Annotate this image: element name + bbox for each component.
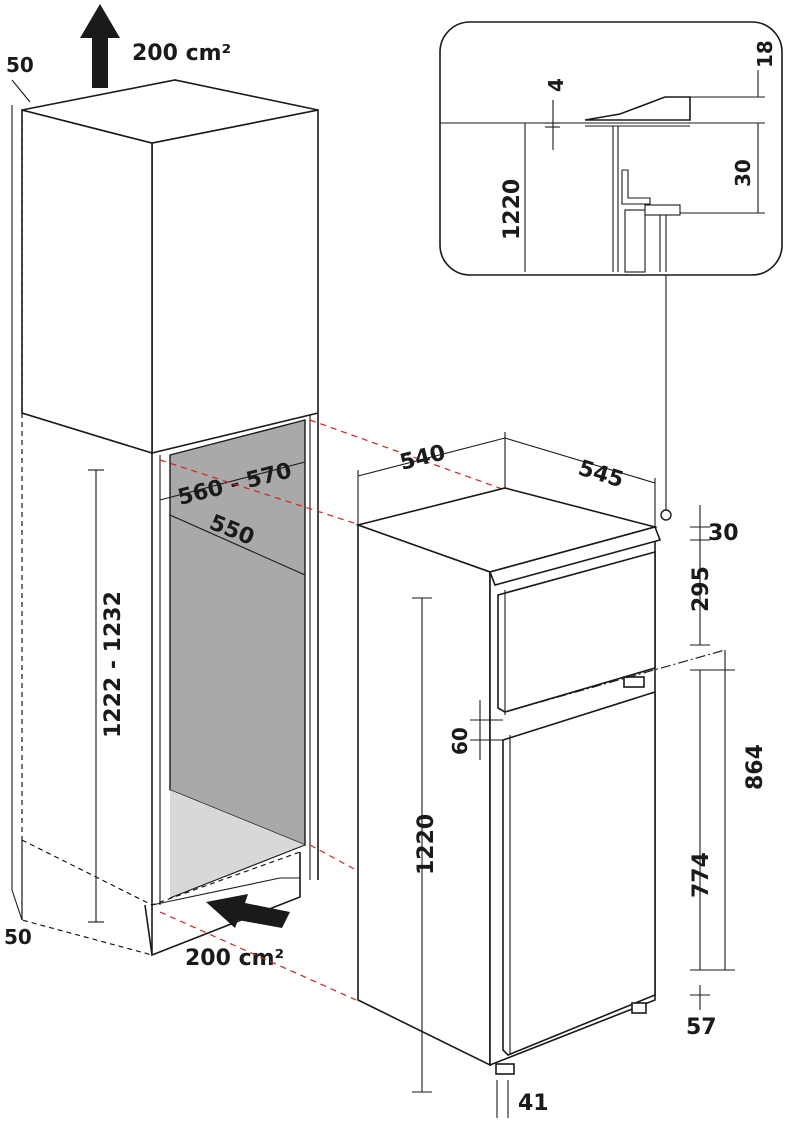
front-offset-label: 41 (518, 1091, 549, 1116)
vent-bottom-label: 200 cm² (185, 946, 284, 971)
top-step-label: 30 (708, 521, 739, 546)
foot (495, 1063, 515, 1075)
cabinet-top (21, 79, 319, 144)
bottom-gap-label: 50 (4, 925, 32, 949)
appliance-height-label: 1220 (414, 814, 439, 875)
cabinet (11, 79, 319, 957)
detail-bracket-label: 30 (731, 159, 755, 187)
fridge-door-label: 774 (689, 852, 714, 898)
appliance-width-label: 540 (397, 440, 448, 475)
cabinet-front-upper (151, 109, 319, 455)
fridge-door (502, 690, 656, 1056)
fridge-side (357, 523, 491, 1067)
appliance-depth-label: 545 (575, 456, 626, 493)
hinge-middle (623, 676, 645, 688)
detail-height-label: 1220 (500, 179, 525, 240)
niche-depth-dim (169, 514, 306, 576)
cabinet-side-upper (21, 108, 153, 455)
vent-arrow-bottom (206, 894, 290, 928)
detail-marker (660, 509, 672, 521)
upper-total-label: 864 (743, 744, 768, 790)
top-gap-label: 50 (6, 53, 34, 77)
vent-arrow-top (80, 4, 120, 88)
detail-gap-top-label: 18 (753, 40, 777, 68)
freezer-door-label: 295 (689, 566, 714, 612)
appliance-dimensions (357, 432, 735, 1118)
detail-box (439, 21, 783, 276)
refrigerator (355, 487, 662, 1075)
bottom-offset-label: 57 (686, 1015, 717, 1040)
hinge-bottom (631, 1002, 647, 1014)
freezer-door (497, 550, 656, 713)
niche-floor (170, 790, 305, 898)
detail-gap-small-label: 4 (544, 78, 568, 92)
vent-top-label: 200 cm² (132, 41, 231, 66)
door-gap-label: 60 (448, 727, 472, 755)
niche-width-dim (159, 461, 306, 501)
niche-height-label: 1222 - 1232 (101, 591, 126, 738)
guide-lines (159, 419, 506, 1001)
